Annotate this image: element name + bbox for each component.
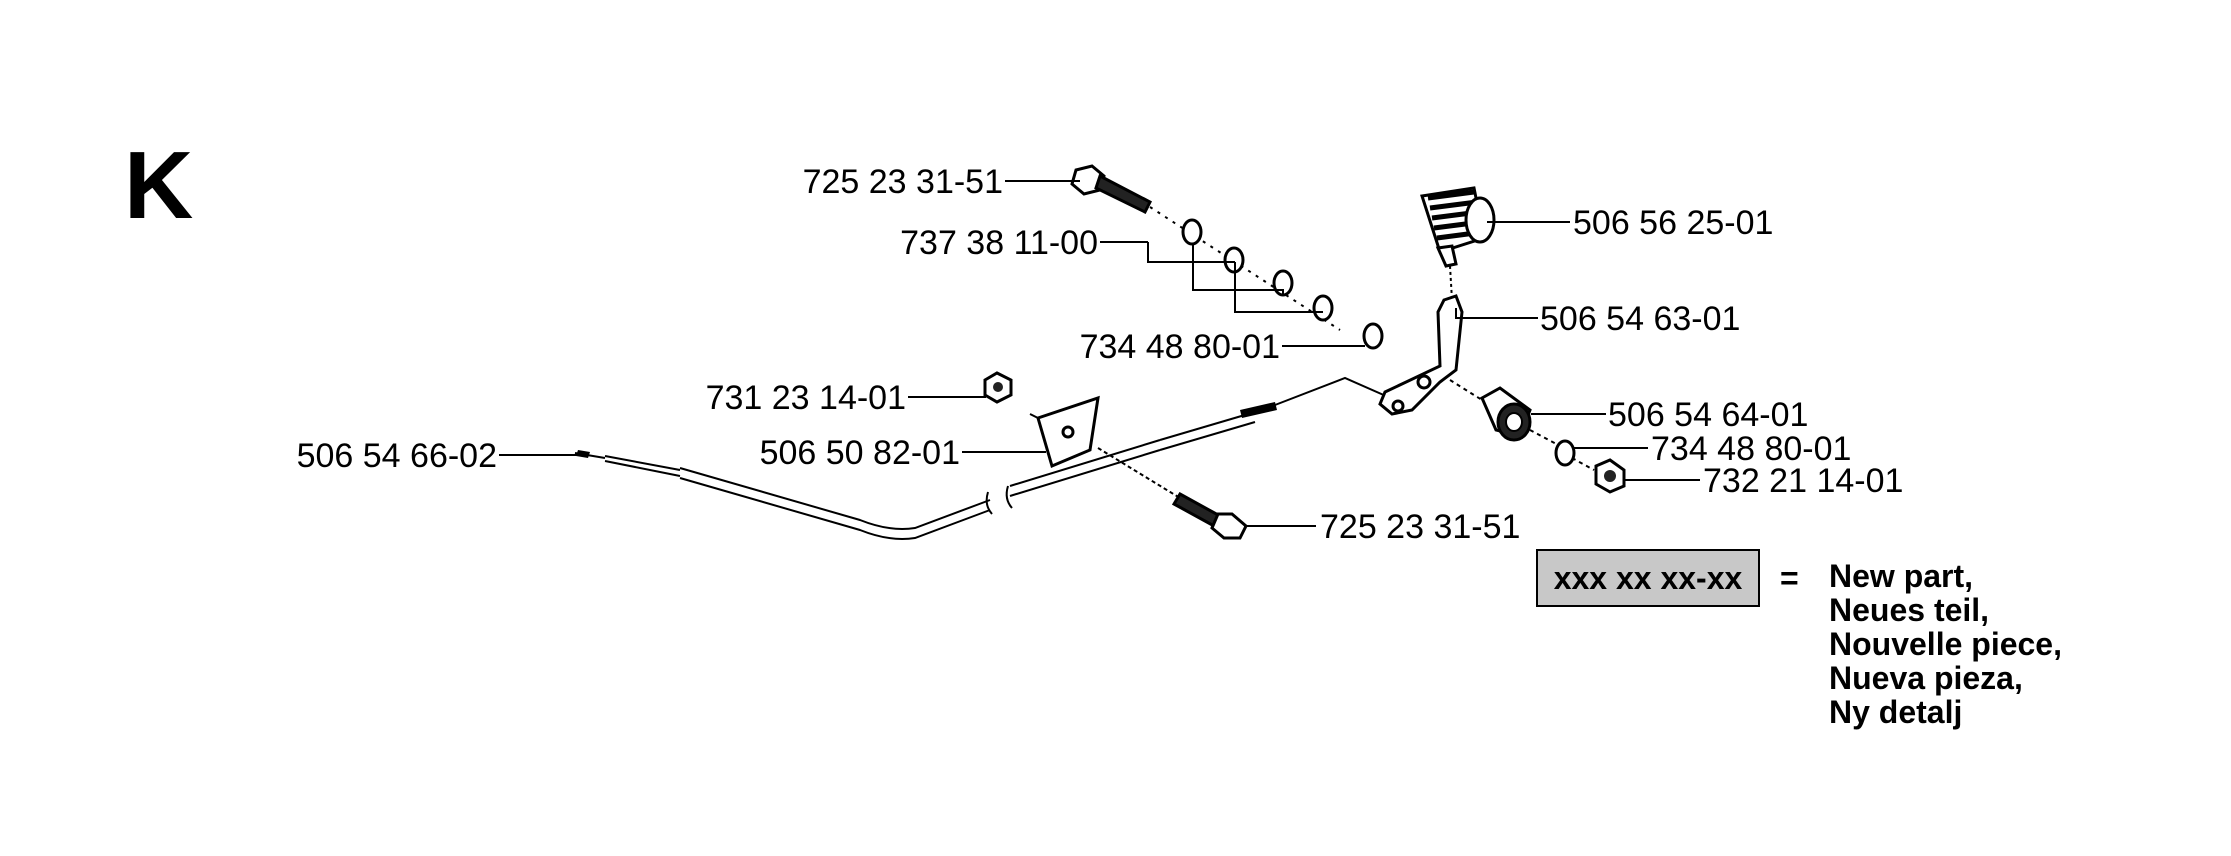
legend-line-3: Nouvelle piece, <box>1829 626 2062 662</box>
part-label-washer-right: 734 48 80-01 <box>1651 430 1851 468</box>
bracket-drawing <box>1029 395 1100 469</box>
part-label-knob: 506 56 25-01 <box>1573 204 1773 242</box>
legend-equals: = <box>1780 560 1799 596</box>
part-label-washer-upper: 737 38 11-00 <box>900 224 1098 262</box>
cable-drawing <box>574 376 1396 540</box>
legend-sample: xxx xx xx-xx <box>1554 560 1743 596</box>
part-label-bushing: 506 54 64-01 <box>1608 396 1808 434</box>
part-label-bolt-top: 725 23 31-51 <box>803 163 1003 201</box>
legend-line-1: New part, <box>1829 558 1973 594</box>
knob-drawing <box>1420 186 1496 301</box>
nut-right-drawing <box>1594 458 1626 494</box>
lever-drawing <box>1378 294 1483 416</box>
washer-right-drawing <box>1554 439 1595 471</box>
legend-line-2: Neues teil, <box>1829 592 1989 628</box>
bolt-bottom-drawing <box>1097 447 1248 540</box>
part-label-nut-left: 731 23 14-01 <box>706 379 906 417</box>
part-label-nut-right: 732 21 14-01 <box>1703 462 1903 500</box>
washers-drawing <box>1181 218 1384 350</box>
bolt-top-drawing <box>1070 164 1341 331</box>
bushing-drawing <box>1480 386 1561 447</box>
legend-line-4: Nueva pieza, <box>1829 660 2023 696</box>
legend: xxx xx xx-xx = New part, Neues teil, Nou… <box>1536 549 2062 730</box>
part-label-bolt-bottom: 725 23 31-51 <box>1320 508 1520 546</box>
part-label-bracket: 506 50 82-01 <box>760 434 960 472</box>
section-letter: K <box>124 132 193 239</box>
legend-highlight-box <box>1536 549 1760 607</box>
part-label-washer-lower: 734 48 80-01 <box>1080 328 1280 366</box>
part-label-lever: 506 54 63-01 <box>1540 300 1740 338</box>
leader-lines <box>499 180 1700 527</box>
part-label-cable: 506 54 66-02 <box>297 437 497 475</box>
legend-line-5: Ny detalj <box>1829 694 1962 730</box>
nut-left-drawing <box>983 371 1013 404</box>
